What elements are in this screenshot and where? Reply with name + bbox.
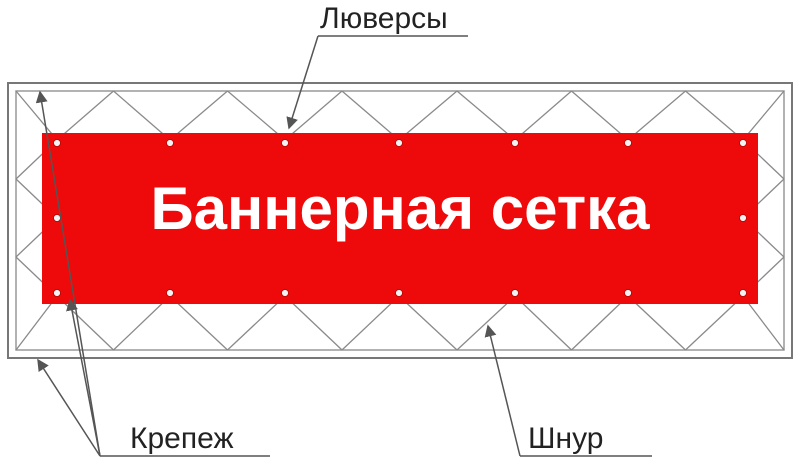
grommet bbox=[511, 139, 519, 147]
cord-segment bbox=[227, 295, 286, 351]
grommets bbox=[53, 139, 747, 297]
cord-segment bbox=[284, 295, 343, 351]
cord-lacing bbox=[15, 90, 785, 351]
callout-cord: Шнур bbox=[484, 324, 652, 457]
cord-segment bbox=[742, 295, 785, 351]
grommet bbox=[53, 139, 61, 147]
cord-segment bbox=[627, 295, 686, 351]
cord-segment bbox=[514, 295, 572, 351]
cord-segment bbox=[15, 90, 58, 141]
grommet bbox=[395, 289, 403, 297]
cord-segment bbox=[398, 295, 458, 351]
cord-segment bbox=[15, 295, 58, 351]
frame bbox=[7, 82, 793, 359]
cord-segment bbox=[56, 295, 114, 351]
cord-segment bbox=[571, 90, 629, 141]
cord-segment bbox=[627, 90, 686, 141]
grommet bbox=[395, 139, 403, 147]
callout-fastener: Крепеж bbox=[35, 90, 270, 457]
grommet bbox=[739, 289, 747, 297]
grommet bbox=[281, 139, 289, 147]
grommet bbox=[624, 139, 632, 147]
cord-segment bbox=[284, 90, 343, 141]
label-fastener: Крепеж bbox=[130, 422, 234, 455]
cord-segment bbox=[685, 90, 744, 141]
cord-segment bbox=[169, 295, 228, 351]
cord-segment bbox=[456, 90, 516, 141]
grommet bbox=[281, 289, 289, 297]
grommet bbox=[53, 289, 61, 297]
leader-fastener-top-left bbox=[35, 90, 101, 457]
cord-segment bbox=[685, 295, 744, 351]
grommet bbox=[511, 289, 519, 297]
cord-segment bbox=[227, 90, 286, 141]
frame-inner-line bbox=[15, 90, 785, 351]
banner-title: Баннерная сетка bbox=[150, 175, 650, 242]
grommet bbox=[739, 214, 747, 222]
label-grommets: Люверсы bbox=[320, 2, 448, 35]
cord-segment bbox=[456, 295, 516, 351]
cord-segment bbox=[398, 90, 458, 141]
grommet bbox=[624, 289, 632, 297]
leader-cord bbox=[484, 324, 521, 457]
grommet bbox=[53, 214, 61, 222]
cord-segment bbox=[113, 90, 171, 141]
banner bbox=[42, 133, 758, 304]
cord-segment bbox=[571, 295, 629, 351]
cord-segment bbox=[341, 90, 400, 141]
frame-outer-line bbox=[7, 82, 793, 359]
cord-segment bbox=[113, 295, 171, 351]
leader-grommets bbox=[286, 35, 319, 130]
cord-segment bbox=[56, 90, 114, 141]
grommet bbox=[166, 289, 174, 297]
label-cord: Шнур bbox=[528, 422, 603, 455]
cord-segment bbox=[742, 90, 785, 141]
leader-fastener-bottom-left bbox=[37, 358, 101, 457]
cord-segment bbox=[169, 90, 228, 141]
cord-segment bbox=[341, 295, 400, 351]
callout-grommets: Люверсы bbox=[286, 2, 468, 130]
leader-fastener-grommet bbox=[66, 298, 101, 457]
grommet bbox=[166, 139, 174, 147]
grommet bbox=[739, 139, 747, 147]
cord-segment bbox=[514, 90, 572, 141]
